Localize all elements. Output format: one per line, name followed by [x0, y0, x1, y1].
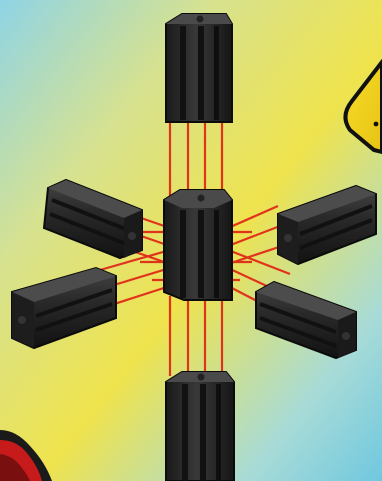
top-block — [166, 14, 232, 122]
center-block — [164, 190, 232, 300]
bottom-block — [166, 372, 234, 481]
